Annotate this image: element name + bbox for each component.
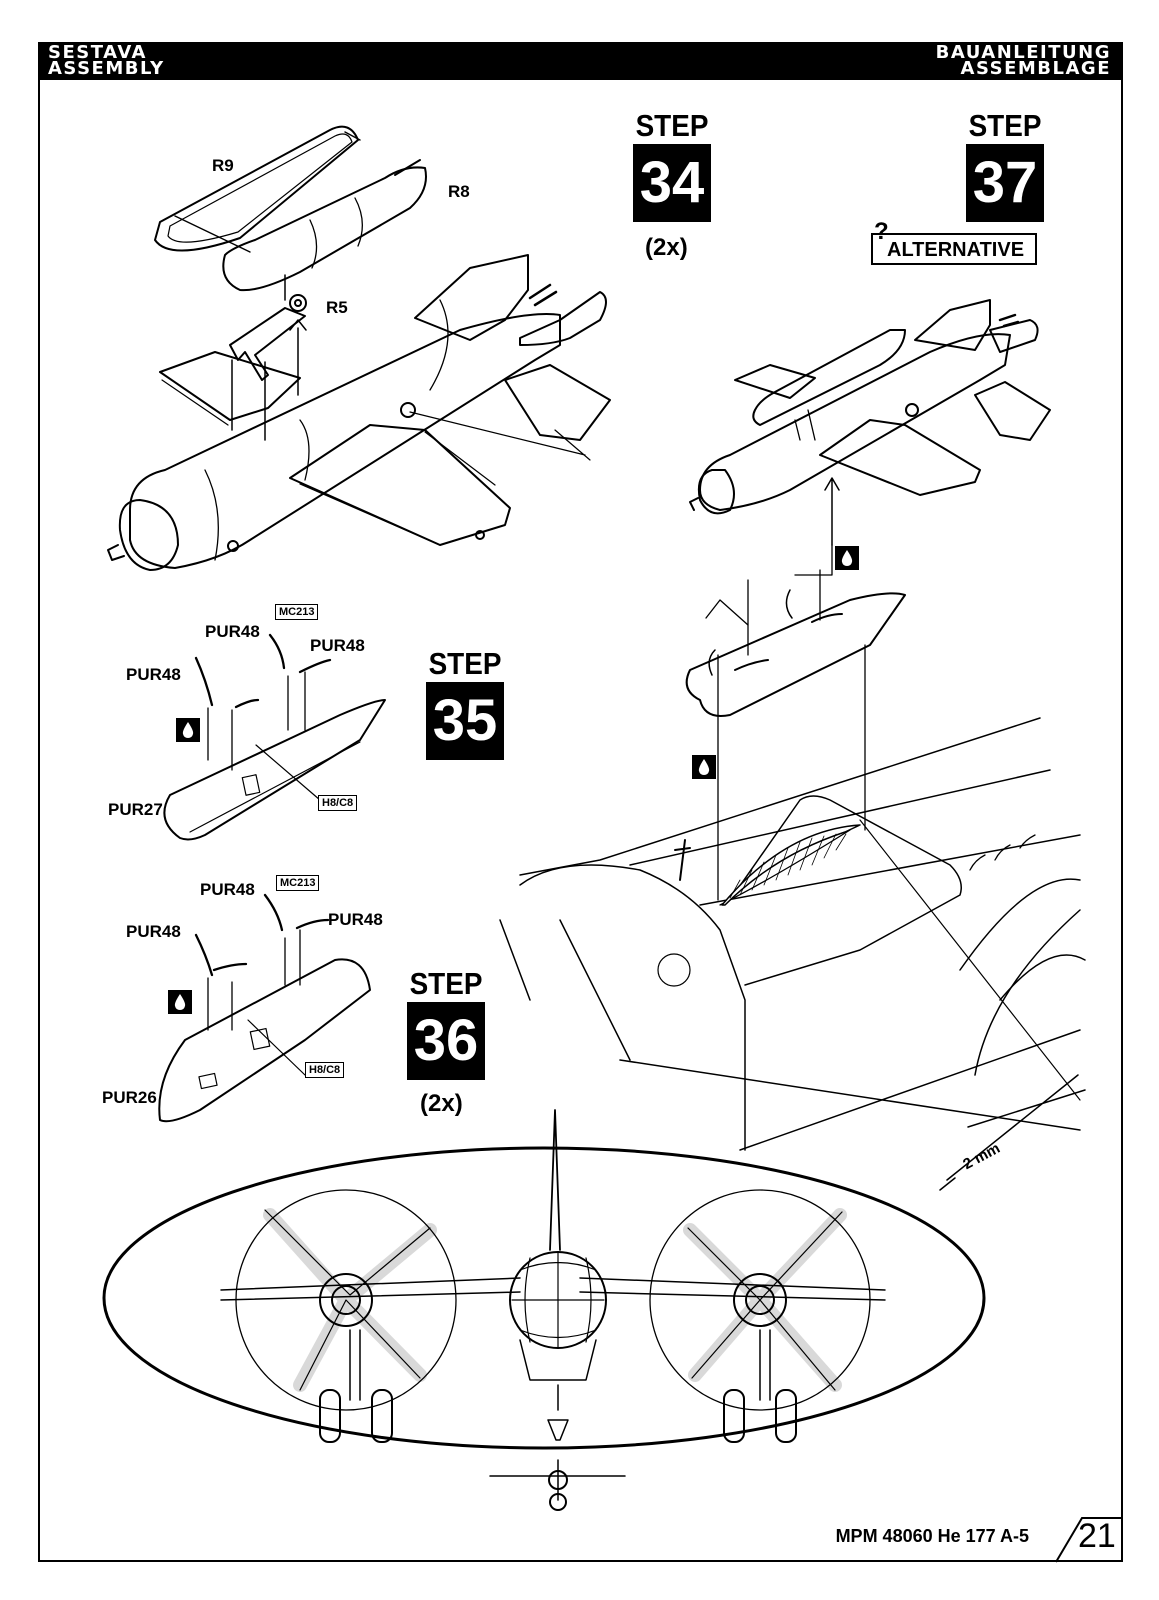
part-mc213-b: MC213 [276,875,320,891]
part-pur48-c: PUR48 [126,665,181,684]
header-bar [38,42,1123,80]
step-36-multiplier: (2x) [420,1090,463,1117]
header-assembly: ASSEMBLY [48,58,165,79]
step-35: STEP 35 [415,648,515,760]
alternative-question-icon: ? [874,218,889,245]
drawing-wing-detail [499,717,1086,1191]
drawing-step-34 [107,125,611,571]
step-34-label: STEP [635,108,709,143]
step-37: STEP 37 [955,110,1055,222]
header-assemblage: ASSEMBLAGE [960,58,1111,79]
part-mc213-a: MC213 [275,604,319,620]
glue-drop-icon [835,546,859,570]
drawing-front-view [102,1109,986,1511]
part-h8c8-b: H8/C8 [305,1062,345,1078]
drawing-step-37 [685,299,1051,901]
header-right: BAUANLEITUNG ASSEMBLAGE [935,42,1111,79]
part-r9: R9 [212,156,234,175]
drawing-step-36 [158,893,371,1123]
step-37-label: STEP [968,108,1042,143]
glue-drop-icon [692,755,716,779]
step-34-number: 34 [633,144,711,222]
step-35-label: STEP [428,646,502,681]
step-34-multiplier: (2x) [645,234,688,261]
part-pur26: PUR26 [102,1088,157,1107]
step-36: STEP 36 [396,968,496,1080]
part-h8c8-a: H8/C8 [318,795,358,811]
step-37-number: 37 [966,144,1044,222]
step-35-number: 35 [426,682,504,760]
header-left: SESTAVA ASSEMBLY [48,42,165,79]
alternative-label: ALTERNATIVE [871,233,1037,265]
drawing-step-35 [163,633,386,841]
part-r8: R8 [448,182,470,201]
step-36-number: 36 [407,1002,485,1080]
header-bauanleitung: BAUANLEITUNG [935,42,1111,63]
step-34: STEP 34 [622,110,722,222]
part-pur48-b: PUR48 [310,636,365,655]
step-36-label: STEP [409,966,483,1001]
part-pur27: PUR27 [108,800,163,819]
glue-drop-icon [176,718,200,742]
part-r5: R5 [326,298,348,317]
part-pur48-a: PUR48 [205,622,260,641]
header-sestava: SESTAVA [48,42,147,63]
page-number: 21 [1078,1517,1116,1555]
part-pur48-f: PUR48 [126,922,181,941]
footer-model: MPM 48060 He 177 A-5 [835,1526,1029,1546]
part-pur48-e: PUR48 [328,910,383,929]
part-pur48-d: PUR48 [200,880,255,899]
glue-drop-icon [168,990,192,1014]
